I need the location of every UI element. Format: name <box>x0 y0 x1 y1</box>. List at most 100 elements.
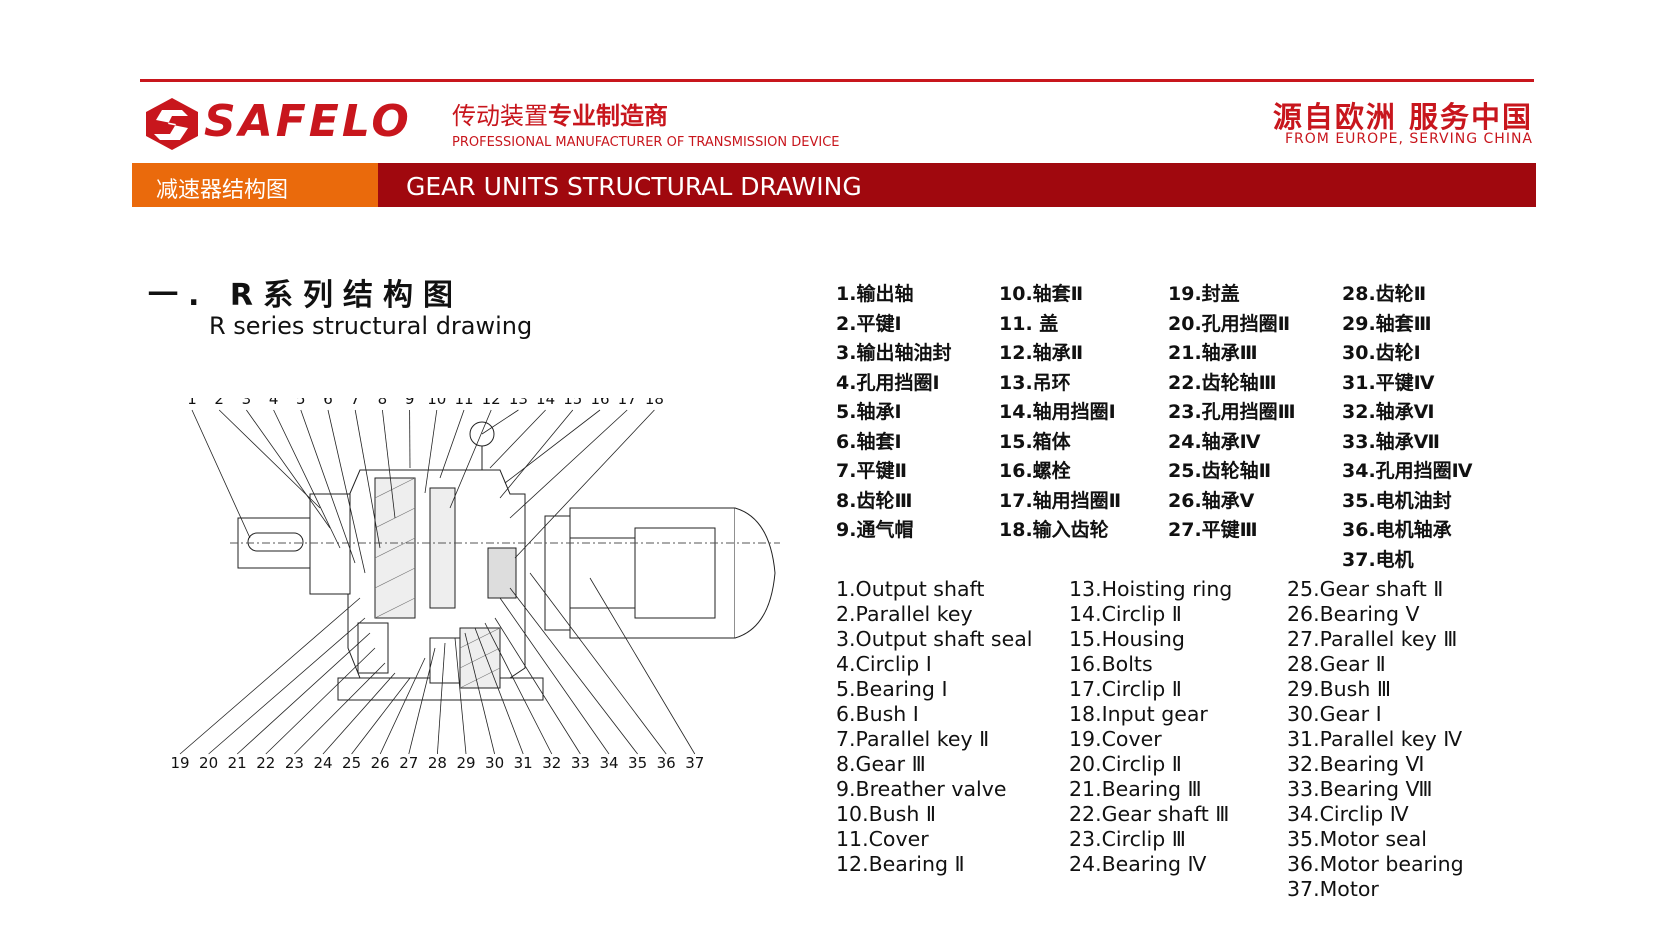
part-cn-item: 32.轴承Ⅵ <box>1342 401 1435 423</box>
part-cn-item: 36.电机轴承 <box>1342 519 1452 541</box>
part-en-item: 9.Breather valve <box>836 777 1007 801</box>
part-en-item: 33.Bearing Ⅷ <box>1287 777 1433 801</box>
banner-title-cn: 减速器结构图 <box>156 178 289 203</box>
leader-line <box>449 409 492 509</box>
part-cn-item: 17.轴用挡圈Ⅱ <box>999 489 1122 512</box>
callout-number-bottom: 27 <box>399 754 418 772</box>
callout-number-bottom: 29 <box>456 754 475 772</box>
callout-number-bottom: 23 <box>285 754 304 772</box>
header-top-rule <box>140 79 1534 82</box>
callout-number-bottom: 22 <box>256 754 275 772</box>
callout-number-top: 5 <box>296 398 306 408</box>
leader-line <box>464 632 495 755</box>
leader-line <box>408 647 436 755</box>
part-cn-item: 7.平键Ⅱ <box>836 460 907 482</box>
part-en-item: 13.Hoisting ring <box>1069 577 1233 601</box>
part-en-item: 10.Bush Ⅱ <box>836 802 936 826</box>
callout-number-top: 14 <box>536 398 555 408</box>
leader-line <box>509 409 628 519</box>
callout-number-top: 10 <box>427 398 446 408</box>
leader-line <box>489 409 546 469</box>
part-cn-item: 19.封盖 <box>1168 283 1240 305</box>
part-en-item: 11.Cover <box>836 827 929 851</box>
part-en-item: 3.Output shaft seal <box>836 627 1033 651</box>
callout-number-bottom: 35 <box>628 754 647 772</box>
part-cn-item: 24.轴承Ⅳ <box>1168 430 1261 453</box>
safelo-logo: SAFELO <box>142 96 442 152</box>
part-en-item: 25.Gear shaft Ⅱ <box>1287 577 1444 601</box>
callout-number-top: 4 <box>269 398 279 408</box>
callout-number-bottom: 33 <box>571 754 590 772</box>
part-cn-item: 1.输出轴 <box>836 283 914 305</box>
part-en-item: 5.Bearing Ⅰ <box>836 677 948 701</box>
part-cn-item: 16.螺栓 <box>999 460 1071 482</box>
part-en-item: 2.Parallel key <box>836 602 973 626</box>
part-cn-item: 9.通气帽 <box>836 519 914 541</box>
part-cn-item: 8.齿轮Ⅲ <box>836 489 913 512</box>
tagline-cn-regular: 传动装置 <box>452 102 548 130</box>
leader-line <box>454 637 467 755</box>
tagline-cn-bold: 专业制造商 <box>548 102 668 130</box>
callout-number-top: 16 <box>590 398 609 408</box>
part-en-item: 30.Gear Ⅰ <box>1287 702 1382 726</box>
tagline-cn: 传动装置专业制造商 <box>452 96 668 131</box>
callout-number-bottom: 25 <box>342 754 361 772</box>
logo-wordmark: SAFELO <box>204 96 412 147</box>
part-cn-item: 25.齿轮轴Ⅱ <box>1168 460 1272 482</box>
part-cn-item: 15.箱体 <box>999 430 1071 453</box>
leader-line <box>273 409 341 549</box>
slogan-en: FROM EUROPE, SERVING CHINA <box>1284 131 1533 147</box>
parts-cn-column-1: 1.输出轴 2.平键Ⅰ 3.输出轴油封 4.孔用挡圈Ⅰ 5.轴承Ⅰ 6.轴套Ⅰ … <box>836 280 951 546</box>
part-cn-item: 22.齿轮轴Ⅲ <box>1168 371 1277 394</box>
leader-line <box>494 617 581 755</box>
part-en-item: 20.Circlip Ⅱ <box>1069 752 1182 776</box>
leader-line <box>504 409 601 484</box>
callout-number-top: 2 <box>214 398 224 408</box>
parts-cn-column-3: 19.封盖 20.孔用挡圈Ⅱ 21.轴承Ⅲ 22.齿轮轴Ⅲ 23.孔用挡圈Ⅲ 2… <box>1168 280 1296 546</box>
part-en-item: 37.Motor <box>1287 877 1379 901</box>
part-en-item: 19.Cover <box>1069 727 1162 751</box>
part-en-item: 31.Parallel key Ⅳ <box>1287 727 1463 751</box>
leader-line <box>474 627 524 755</box>
part-cn-item: 26.轴承Ⅴ <box>1168 489 1255 512</box>
leader-line <box>589 577 696 755</box>
part-en-item: 15.Housing <box>1069 627 1185 651</box>
part-en-item: 32.Bearing Ⅵ <box>1287 752 1425 776</box>
leader-line <box>236 632 371 755</box>
leader-line <box>514 409 655 559</box>
callout-number-bottom: 32 <box>542 754 561 772</box>
part-en-item: 21.Bearing Ⅲ <box>1069 777 1202 801</box>
tagline-en: PROFESSIONAL MANUFACTURER OF TRANSMISSIO… <box>452 135 840 150</box>
part-cn-item: 29.轴套Ⅲ <box>1342 312 1432 335</box>
part-en-item: 35.Motor seal <box>1287 827 1427 851</box>
leader-line <box>382 409 396 519</box>
callout-number-top: 6 <box>323 398 333 408</box>
callout-number-top: 13 <box>509 398 528 408</box>
part-en-item: 23.Circlip Ⅲ <box>1069 827 1186 851</box>
section-banner: 减速器结构图 GEAR UNITS STRUCTURAL DRAWING <box>132 163 1536 207</box>
callout-number-top: 7 <box>350 398 360 408</box>
part-cn-item: 12.轴承Ⅱ <box>999 342 1084 364</box>
part-en-item: 34.Circlip Ⅳ <box>1287 802 1409 826</box>
part-cn-item: 20.孔用挡圈Ⅱ <box>1168 312 1291 335</box>
part-cn-item: 33.轴承Ⅶ <box>1342 430 1440 453</box>
leader-line <box>322 672 396 755</box>
part-cn-item: 3.输出轴油封 <box>836 342 952 364</box>
callout-number-bottom: 31 <box>514 754 533 772</box>
part-cn-item: 13.吊环 <box>999 371 1071 394</box>
part-cn-item: 23.孔用挡圈Ⅲ <box>1168 401 1296 423</box>
part-cn-item: 30.齿轮Ⅰ <box>1342 342 1421 364</box>
part-cn-item: 34.孔用挡圈Ⅳ <box>1342 460 1473 482</box>
part-cn-item: 35.电机油封 <box>1342 489 1452 512</box>
leader-line <box>265 647 376 755</box>
part-cn-item: 18.输入齿轮 <box>999 519 1109 541</box>
part-en-item: 1.Output shaft <box>836 577 985 601</box>
part-en-item: 7.Parallel key Ⅱ <box>836 727 990 751</box>
callout-number-top: 3 <box>242 398 252 408</box>
callout-number-bottom: 34 <box>599 754 618 772</box>
section-title-cn: 一. R系列结构图 <box>148 278 463 313</box>
leader-line <box>294 662 386 755</box>
